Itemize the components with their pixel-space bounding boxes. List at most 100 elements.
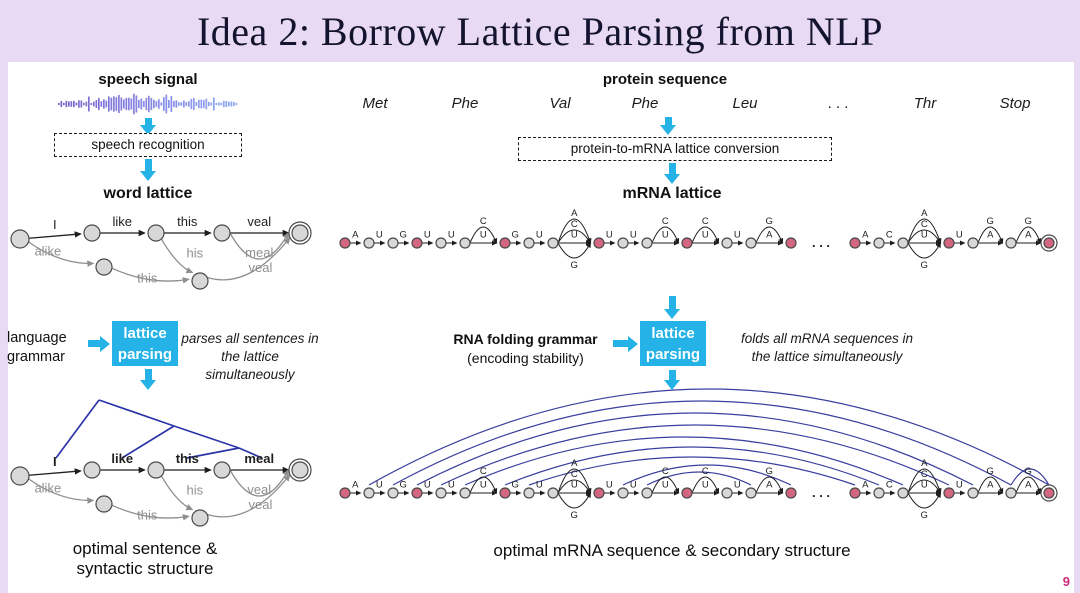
structure-arc <box>464 436 904 486</box>
ellipsis: . . . <box>812 235 830 250</box>
structure-arc <box>1010 468 1050 486</box>
lattice-node <box>721 237 733 249</box>
lattice-edge <box>651 226 680 244</box>
edge-label: C <box>571 219 578 230</box>
lattice-edge <box>755 226 784 244</box>
lattice-node <box>641 237 653 249</box>
edge-label: A <box>766 480 773 491</box>
lattice-node <box>435 487 447 499</box>
lattice-edge <box>557 218 592 244</box>
lattice-edge <box>1015 476 1042 494</box>
lattice-node <box>213 224 231 242</box>
edge-label: this <box>177 214 198 229</box>
edge-label: U <box>571 480 578 491</box>
language-grammar-label: language grammar <box>7 330 67 365</box>
left-caption: optimal sentence & syntactic structure <box>72 539 218 578</box>
conversion-box: protein-to-mRNA lattice conversion <box>518 137 832 161</box>
lattice-node <box>523 237 535 249</box>
lattice-edge <box>469 226 498 244</box>
edge-label: A <box>766 230 773 241</box>
waveform-bar <box>120 97 123 111</box>
edge-label: veal <box>247 214 271 229</box>
lattice-node <box>1005 487 1017 499</box>
waveform-bar <box>123 99 125 109</box>
waveform-bar <box>105 100 108 108</box>
lattice-node <box>967 237 979 249</box>
waveform-bar <box>133 93 135 115</box>
waveform-bar <box>65 100 68 108</box>
edge-label: G <box>766 466 773 477</box>
edge-label: veal <box>248 497 272 512</box>
structure-arc <box>528 456 856 486</box>
edge-label: C <box>662 216 669 227</box>
waveform-bar <box>85 101 88 107</box>
waveform-bar <box>195 102 198 106</box>
edge-label: G <box>400 230 407 241</box>
waveform-bar <box>205 98 208 110</box>
arrow-right-icon <box>88 335 110 352</box>
structure-arc <box>416 412 974 486</box>
lattice-node <box>547 487 559 499</box>
waveform-bar <box>155 101 158 107</box>
lattice-node <box>191 272 209 290</box>
waveform-bar <box>60 100 63 108</box>
lattice-node <box>499 237 511 249</box>
lattice-node <box>291 461 309 479</box>
waveform-bar <box>110 97 113 111</box>
lattice-edge <box>691 476 720 494</box>
lattice-edge <box>207 473 291 518</box>
edge-label: U <box>424 480 431 491</box>
parses-note: parses all sentences in the lattice simu… <box>181 331 319 382</box>
protein-sequence-label: protein sequence <box>602 71 728 88</box>
edge-label: A <box>921 208 928 219</box>
lattice-node-ring <box>1040 484 1058 502</box>
lattice-node-ring <box>1040 234 1058 252</box>
lattice-edge <box>557 242 591 259</box>
waveform-bar <box>218 102 220 106</box>
edge-label: C <box>662 466 669 477</box>
left-margin-strip <box>0 0 8 593</box>
lattice-edge <box>111 504 190 521</box>
edge-label: U <box>734 230 741 241</box>
edge-label: U <box>662 480 669 491</box>
mrna-lattice-label: mRNA lattice <box>622 185 722 202</box>
waveform-bar <box>98 97 100 111</box>
right-caption: optimal mRNA sequence & secondary struct… <box>493 541 851 560</box>
edge-label: A <box>987 480 994 491</box>
edge-label: meal <box>245 245 273 260</box>
waveform-bar <box>95 100 98 108</box>
lattice-node <box>745 237 757 249</box>
waveform-bar <box>135 95 138 113</box>
edge-label: G <box>571 510 578 521</box>
edge-label: U <box>662 230 669 241</box>
lattice-node <box>411 487 423 499</box>
lattice-edge <box>28 241 95 267</box>
edge-label: G <box>987 466 994 477</box>
lattice-node <box>943 487 955 499</box>
edge-label: C <box>921 219 928 230</box>
edge-label: G <box>571 260 578 271</box>
lattice-node <box>873 487 885 499</box>
waveform-bar <box>208 101 210 107</box>
lattice-node-ring <box>288 458 312 482</box>
edge-label: U <box>606 230 613 241</box>
edge-label: U <box>606 480 613 491</box>
amino-acid: Stop <box>999 95 1031 112</box>
word-lattice-label: word lattice <box>103 185 193 202</box>
structure-arc <box>440 424 950 486</box>
lattice-node <box>897 237 909 249</box>
edge-label: A <box>1025 480 1032 491</box>
waveform-bar <box>163 97 165 111</box>
waveform-bar <box>160 102 163 106</box>
edge-label: G <box>512 230 519 241</box>
edge-label: U <box>480 230 487 241</box>
speech-waveform <box>58 93 238 115</box>
waveform-bar <box>185 101 188 107</box>
lattice-node <box>459 237 471 249</box>
waveform-bar <box>215 102 218 106</box>
amino-acid: Phe <box>631 95 659 112</box>
lattice-node <box>499 487 511 499</box>
edge-label: A <box>987 230 994 241</box>
parse-tree-branch <box>121 425 175 459</box>
structure-arc <box>392 400 1012 486</box>
